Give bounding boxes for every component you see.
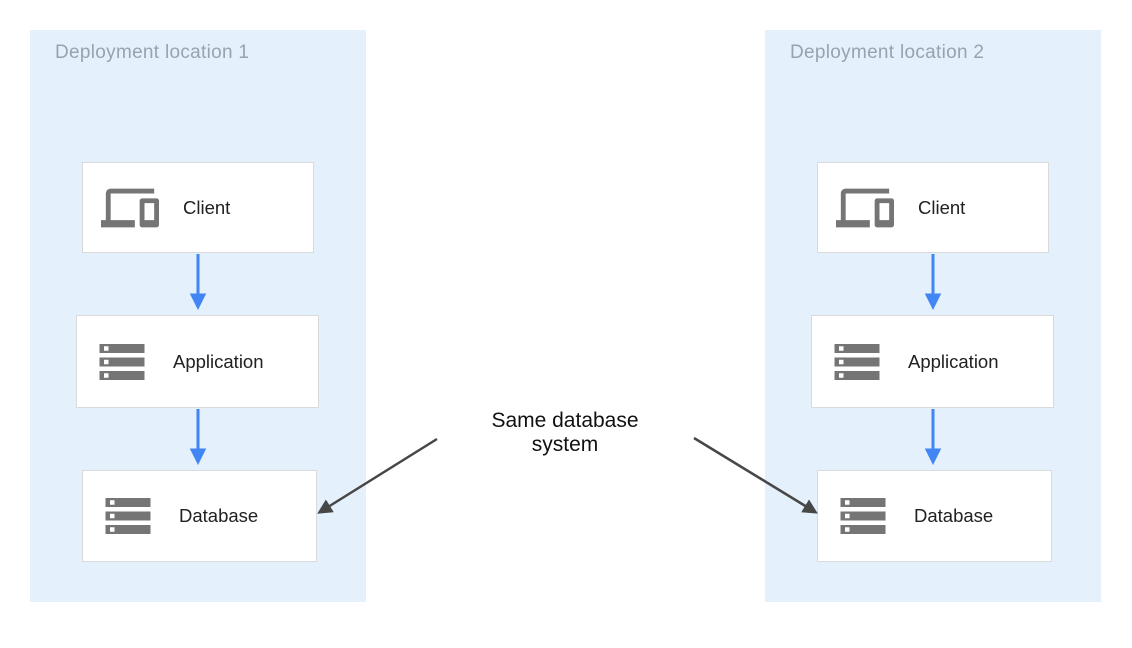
client-node: Client <box>82 162 314 253</box>
node-label: Database <box>179 505 259 526</box>
devices-icon <box>836 179 894 237</box>
application-node: Application <box>811 315 1054 408</box>
location-title: Deployment location 2 <box>790 42 985 63</box>
storage-icon <box>836 489 890 543</box>
node-label: Database <box>914 505 994 526</box>
storage-icon <box>101 489 155 543</box>
node-label: Application <box>173 350 264 372</box>
location-title: Deployment location 1 <box>55 42 250 63</box>
client-node: Client <box>817 162 1049 253</box>
application-node: Application <box>76 315 319 408</box>
database-node: Database <box>817 470 1052 562</box>
storage-icon <box>95 335 149 389</box>
deployment-location-2: Deployment location 2 Client Application <box>765 30 1101 602</box>
deployment-location-1: Deployment location 1 Client Application <box>30 30 366 602</box>
storage-icon <box>830 335 884 389</box>
annotation-text: Same database system <box>491 409 639 457</box>
node-label: Application <box>908 350 999 372</box>
devices-icon <box>101 179 159 237</box>
database-node: Database <box>82 470 317 562</box>
node-label: Client <box>918 196 966 218</box>
node-label: Client <box>183 196 231 218</box>
